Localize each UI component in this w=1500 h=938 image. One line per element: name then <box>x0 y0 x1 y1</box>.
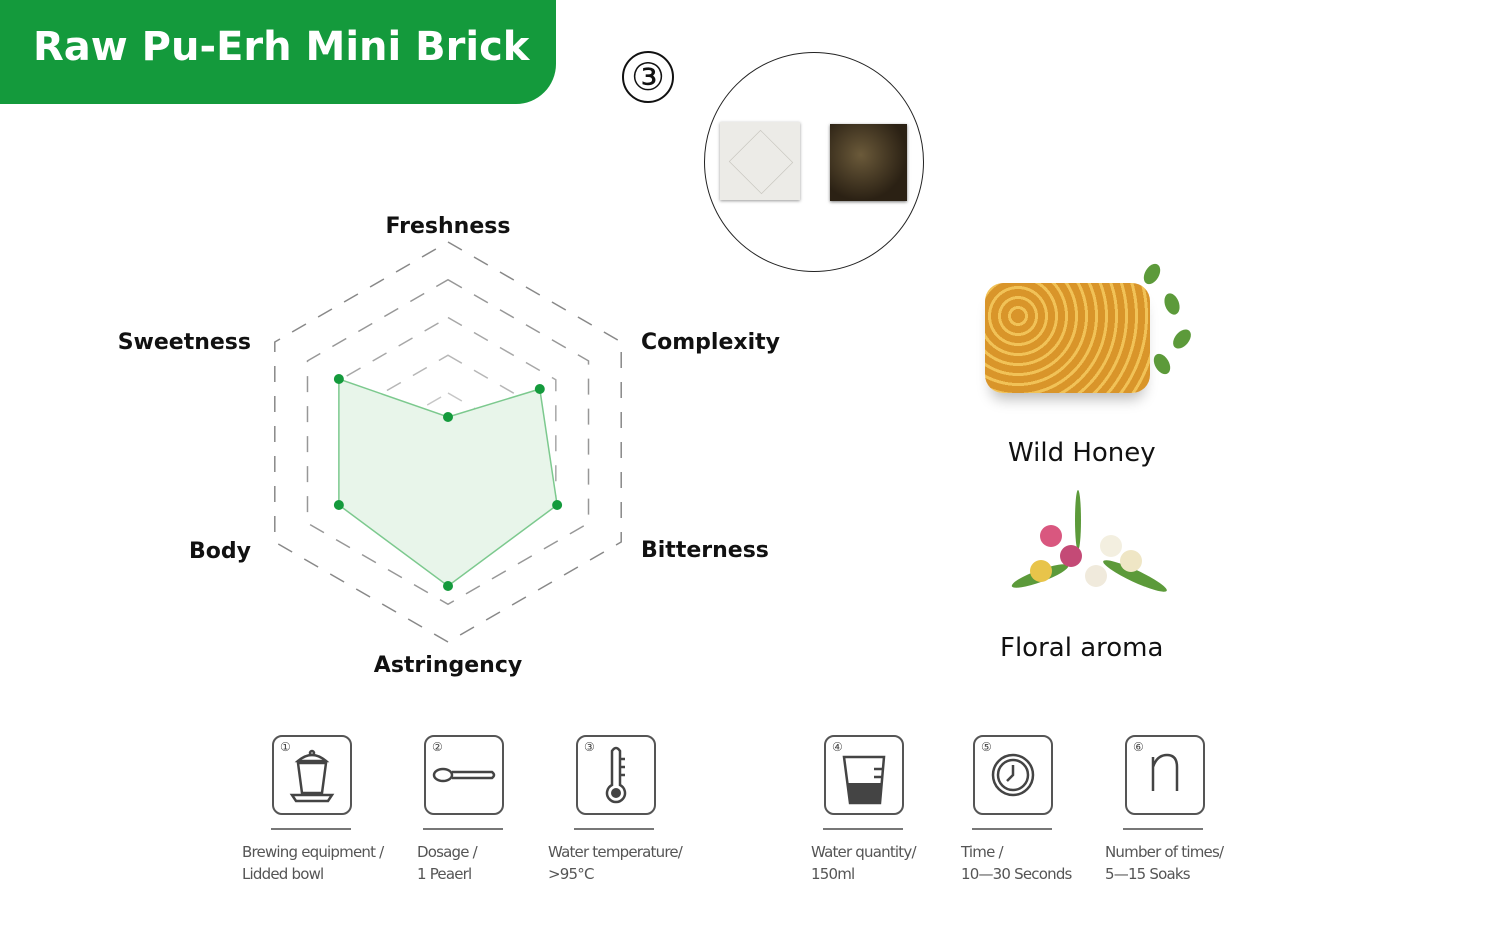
title-banner: Raw Pu-Erh Mini Brick <box>0 0 556 104</box>
step-number: ③ <box>622 51 674 103</box>
brewing-caption: Brewing equipment /Lidded bowl <box>242 843 384 883</box>
divider <box>1123 828 1203 830</box>
radar-point-bitterness <box>552 500 563 510</box>
radar-grid-ring <box>306 278 590 606</box>
brewing-caption: Dosage /1 Peaerl <box>417 843 478 883</box>
radar-grid-ring <box>274 241 622 643</box>
measuring-cup-icon: ④ <box>824 735 904 815</box>
divider <box>271 828 351 830</box>
thermometer-icon: ③ <box>576 735 656 815</box>
aroma-label: Wild Honey <box>1008 438 1156 468</box>
aroma-label: Floral aroma <box>1000 633 1164 663</box>
axis-label-astringency: Astringency <box>374 653 522 678</box>
tea-brick-photo-frame <box>704 52 924 272</box>
page-title: Raw Pu-Erh Mini Brick <box>33 24 530 70</box>
unwrapped-brick-image <box>830 124 907 201</box>
divider <box>423 828 503 830</box>
radar-point-freshness <box>443 412 453 422</box>
flowers-image <box>990 490 1175 620</box>
wrapped-brick-image <box>720 122 800 200</box>
spoon-icon: ② <box>424 735 504 815</box>
radar-point-body <box>333 500 344 510</box>
axis-label-freshness: Freshness <box>386 214 511 239</box>
divider <box>574 828 654 830</box>
radar-point-complexity <box>534 384 545 394</box>
brewing-caption: Number of times/5—15 Soaks <box>1105 843 1224 883</box>
radar-point-astringency <box>443 581 453 591</box>
lidded-bowl-icon: ① <box>272 735 352 815</box>
honeycomb-image <box>985 260 1195 393</box>
axis-label-body: Body <box>189 539 251 564</box>
clock-icon: ⑤ <box>973 735 1053 815</box>
radar-area <box>338 377 558 587</box>
axis-label-complexity: Complexity <box>641 330 780 355</box>
divider <box>972 828 1052 830</box>
divider <box>823 828 903 830</box>
brewing-caption: Time /10—30 Seconds <box>961 843 1072 883</box>
axis-label-bitterness: Bitterness <box>641 538 769 563</box>
brewing-caption: Water temperature/>95°C <box>548 843 683 883</box>
radar-point-sweetness <box>333 374 344 384</box>
brewing-caption: Water quantity/150ml <box>811 843 917 883</box>
soaks-n-icon: ⑥ <box>1125 735 1205 815</box>
axis-label-sweetness: Sweetness <box>118 330 251 355</box>
